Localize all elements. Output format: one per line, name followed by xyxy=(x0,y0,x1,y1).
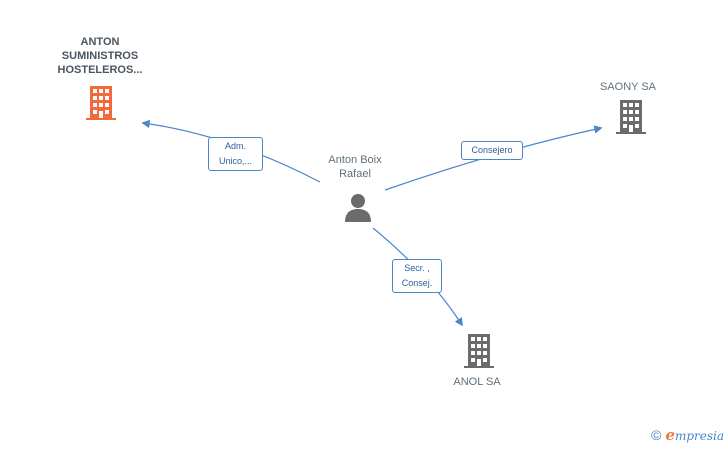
edge-label-line: Secr. , xyxy=(404,263,430,273)
edge-label-consejero[interactable]: Consejero xyxy=(461,141,523,160)
person-icon[interactable] xyxy=(343,192,373,222)
edge-label-line: Consej. xyxy=(401,278,433,288)
brand-footer[interactable]: © empresia xyxy=(651,426,724,444)
node-label-line: ANTON xyxy=(80,36,120,48)
edge-label-adm-unico[interactable]: Adm. Unico,... xyxy=(208,137,263,171)
node-label-anton-suministros[interactable]: ANTON SUMINISTROS HOSTELEROS... xyxy=(40,35,160,77)
node-label-line: Anton Boix xyxy=(328,154,382,166)
node-label-line: SAONY SA xyxy=(599,81,657,93)
edge-label-line: Unico,... xyxy=(218,156,252,166)
building-icon[interactable] xyxy=(86,86,116,120)
node-label-line: HOSTELEROS... xyxy=(57,64,143,76)
brand-logo: empresia xyxy=(665,426,724,444)
node-label-saony[interactable]: SAONY SA xyxy=(578,80,678,94)
node-label-line: Rafael xyxy=(339,168,371,180)
edge-label-secr-consej[interactable]: Secr. , Consej. xyxy=(392,259,442,293)
node-label-line: SUMINISTROS xyxy=(61,50,139,62)
edge-label-line: Adm. xyxy=(224,141,246,151)
building-icon[interactable] xyxy=(464,334,494,368)
node-label-anol[interactable]: ANOL SA xyxy=(427,375,527,389)
edge-label-line: Consejero xyxy=(471,145,513,155)
copyright-icon: © xyxy=(651,427,662,443)
node-label-anton-boix[interactable]: Anton Boix Rafael xyxy=(305,153,405,181)
brand-name: mpresia xyxy=(674,429,724,443)
brand-initial: e xyxy=(665,426,675,444)
building-icon[interactable] xyxy=(616,100,646,134)
node-label-line: ANOL SA xyxy=(453,376,501,388)
